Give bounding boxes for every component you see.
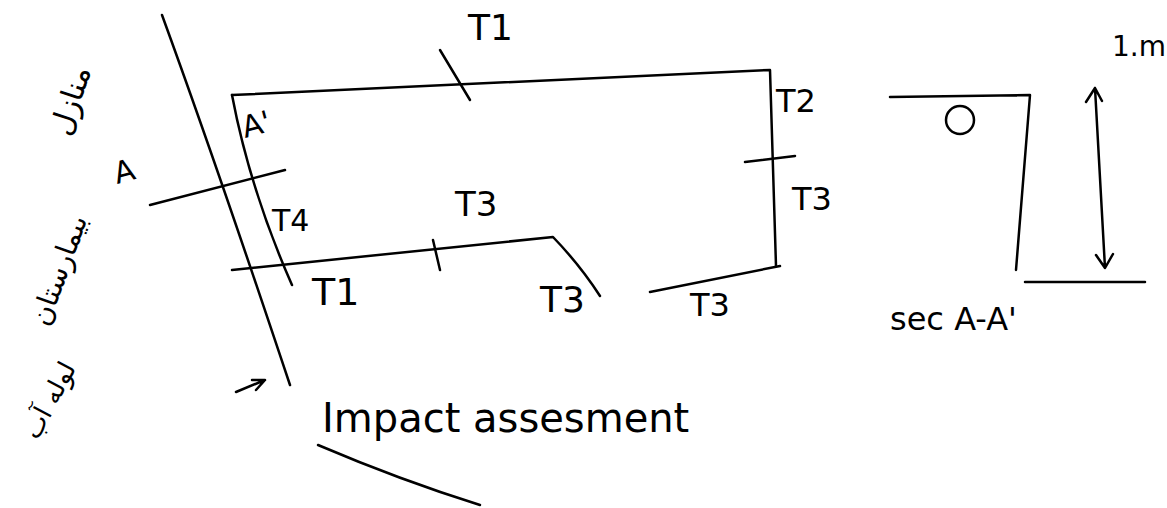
- sketch-label: A': [238, 105, 274, 144]
- sketch-label: A: [110, 153, 138, 190]
- tick: [433, 240, 440, 270]
- persian-note: بیمارستان: [26, 210, 94, 329]
- sketch-label: T3: [540, 280, 585, 320]
- sketch-label: T1: [312, 272, 359, 314]
- section-line: [150, 170, 285, 205]
- dimension-arrow: [1086, 88, 1113, 268]
- arrow: [236, 380, 265, 392]
- sketch-label: T3: [792, 182, 832, 217]
- tick: [745, 156, 795, 162]
- pipe-symbol: [946, 106, 974, 134]
- sketch-label: sec A-A': [890, 302, 1017, 337]
- caption: Impact assesment: [322, 396, 689, 440]
- persian-note: منازل: [43, 61, 96, 138]
- underline: [318, 445, 480, 505]
- site-edge: [232, 70, 776, 266]
- site-edge: [232, 95, 292, 285]
- sketch-label: T4: [272, 204, 309, 237]
- road-edge: [162, 15, 290, 385]
- sketch-label: T3: [455, 186, 497, 223]
- section-profile: [1025, 281, 1145, 284]
- sketch-label: 1.m: [1112, 32, 1166, 63]
- section-profile: [890, 95, 1030, 270]
- persian-note: لوله آب: [18, 357, 82, 444]
- sketch-label: T1: [468, 8, 513, 48]
- tick: [440, 50, 470, 100]
- sketch-label: T2: [776, 84, 816, 119]
- sketch-label: T3: [690, 288, 730, 323]
